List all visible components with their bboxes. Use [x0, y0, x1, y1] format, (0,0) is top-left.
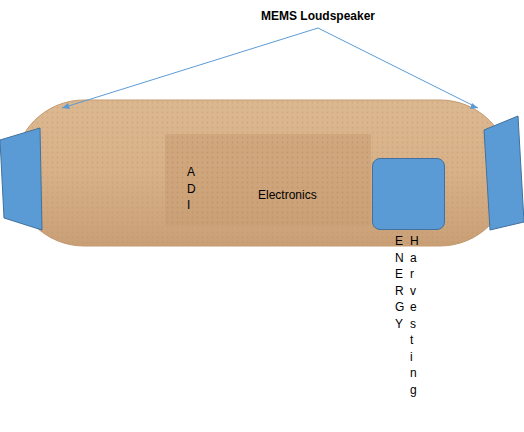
gauze-pad: [165, 134, 371, 226]
vertical-label: ADI: [187, 164, 188, 214]
callout-title: MEMS Loudspeaker: [261, 8, 375, 24]
electronics-pad: ADI Electronics: [165, 134, 371, 226]
bandage-texture: [14, 100, 510, 246]
node-label: Electronics: [258, 187, 317, 203]
left-speaker: [0, 128, 42, 230]
energy-harvester: ENERGYHarvesting: [372, 158, 445, 230]
vertical-label: ENERGY: [395, 233, 396, 332]
bandage-strip: [14, 100, 510, 246]
leader-head: [62, 103, 70, 109]
leader-line: [318, 28, 478, 108]
vertical-label: Harvesting: [410, 233, 411, 398]
leader-head: [470, 103, 478, 109]
right-speaker: [484, 116, 524, 230]
gauze-texture: [165, 134, 371, 226]
leader-line: [62, 28, 318, 108]
